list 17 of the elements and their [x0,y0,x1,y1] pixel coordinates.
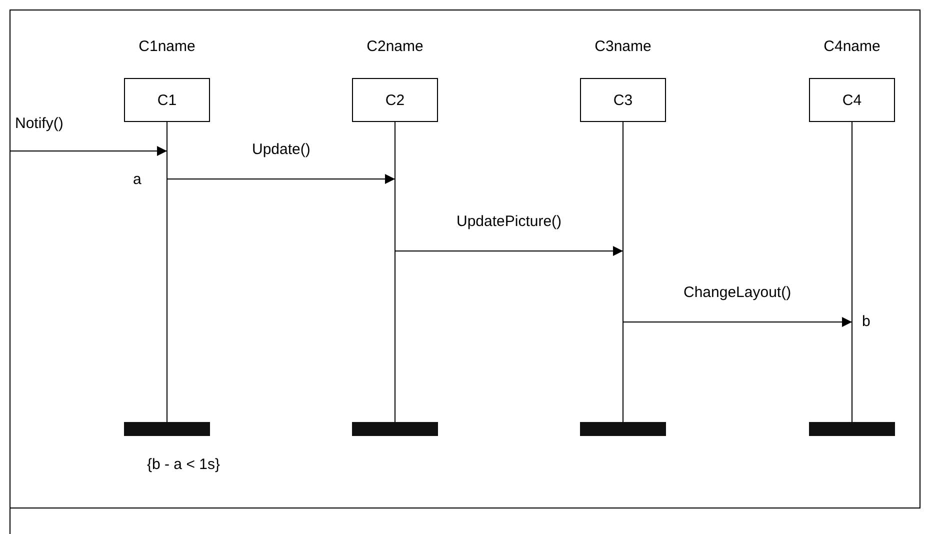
object-name: C3name [594,38,652,55]
message-label: ChangeLayout() [682,284,794,301]
message-arrow [10,146,168,156]
message-label: Notify() [13,115,66,132]
object-box: C2 [352,78,438,122]
timing-constraint: {b - a < 1s} [145,456,222,473]
object-name: C4name [822,38,882,55]
message-label: UpdatePicture() [454,213,564,230]
message-arrow [166,174,396,184]
message-arrow [622,317,852,327]
object-box: C1 [124,78,210,122]
object-name: C1name [138,38,196,55]
message-label: Update() [250,141,312,158]
object-name: C2name [366,38,424,55]
message-arrow [394,246,624,256]
object-box: C3 [580,78,666,122]
object-box: C4 [809,78,895,122]
